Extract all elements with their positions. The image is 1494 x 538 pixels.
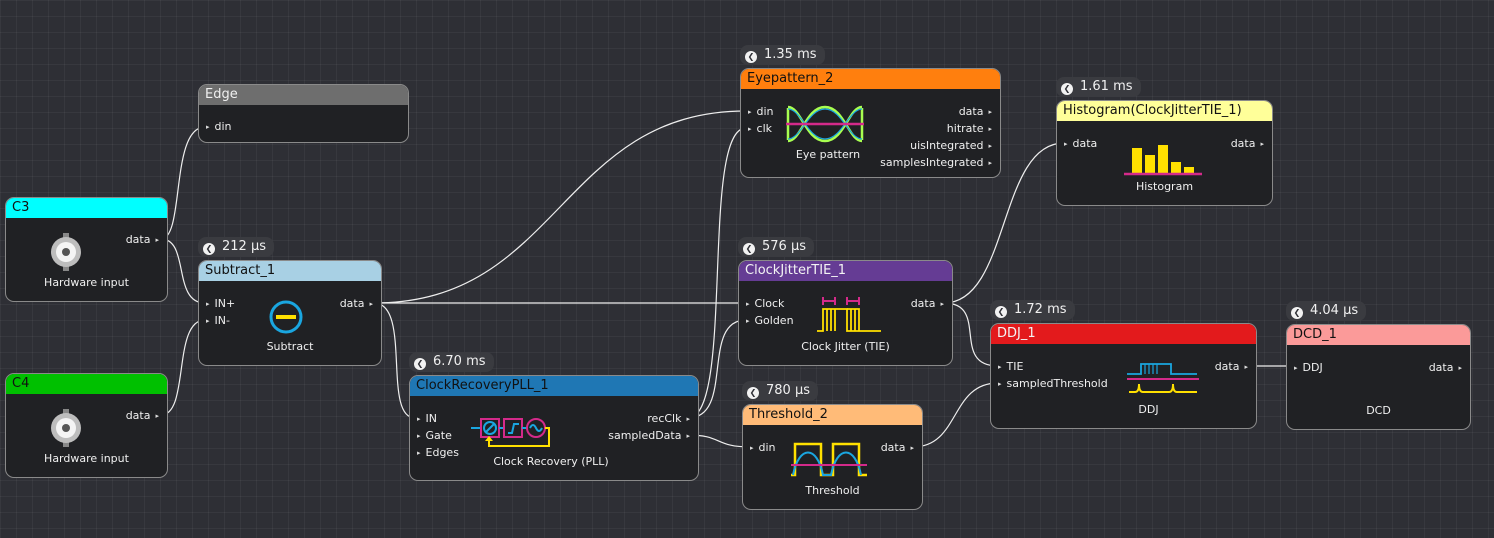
timing-badge: ❮1.35 ms bbox=[740, 45, 825, 65]
clock-icon: ❮ bbox=[747, 387, 759, 399]
output-port-sampleddata[interactable]: sampledData▸ bbox=[608, 429, 690, 442]
input-port-gate[interactable]: ▸Gate bbox=[417, 429, 452, 442]
node-caption: Hardware input bbox=[44, 276, 129, 289]
bnc-connector-icon bbox=[51, 233, 81, 271]
output-port-data[interactable]: data▸ bbox=[1214, 360, 1248, 373]
wire-threshold-ddj bbox=[912, 382, 999, 448]
timing-badge: ❮212 µs bbox=[198, 237, 274, 257]
node-caption: DDJ bbox=[1138, 403, 1159, 416]
timing-badge: ❮6.70 ms bbox=[409, 352, 494, 372]
timing-badge: ❮4.04 µs bbox=[1286, 301, 1367, 321]
output-port-recclk[interactable]: recClk▸ bbox=[647, 412, 690, 425]
clock-icon: ❮ bbox=[995, 306, 1007, 318]
input-port-edges[interactable]: ▸Edges bbox=[417, 446, 459, 459]
node-title: ClockRecoveryPLL_1 bbox=[410, 376, 698, 396]
node-ddj[interactable]: DDJ_1 ▸TIE ▸sampledThreshold data▸ DDJ bbox=[990, 323, 1257, 429]
node-caption: Subtract bbox=[266, 340, 314, 353]
node-title: Histogram(ClockJitterTIE_1) bbox=[1057, 101, 1272, 121]
output-port-data[interactable]: data▸ bbox=[1428, 361, 1462, 374]
node-caption: Hardware input bbox=[44, 452, 129, 465]
bnc-connector-icon bbox=[51, 409, 81, 447]
clock-icon: ❮ bbox=[414, 358, 426, 370]
clock-icon: ❮ bbox=[745, 51, 757, 63]
output-port-data[interactable]: data▸ bbox=[958, 105, 992, 118]
node-title: Threshold_2 bbox=[743, 405, 922, 425]
input-port-din[interactable]: ▸din bbox=[750, 441, 776, 454]
node-caption: DCD bbox=[1366, 404, 1391, 417]
node-caption: Eye pattern bbox=[795, 148, 861, 161]
pll-icon bbox=[471, 418, 550, 447]
node-eyepattern[interactable]: Eyepattern_2 ▸din ▸clk data▸ hitrate▸ ui… bbox=[740, 68, 1001, 178]
clock-jitter-icon bbox=[817, 297, 881, 332]
output-port-data[interactable]: data▸ bbox=[339, 297, 373, 310]
clock-icon: ❮ bbox=[1291, 307, 1303, 319]
node-histogram[interactable]: Histogram(ClockJitterTIE_1) ▸data data▸ … bbox=[1056, 100, 1273, 206]
input-port-data[interactable]: ▸data bbox=[1064, 137, 1098, 150]
eye-pattern-icon bbox=[786, 105, 864, 143]
input-port-in-plus[interactable]: ▸IN+ bbox=[206, 297, 236, 310]
output-port-hitrate[interactable]: hitrate▸ bbox=[946, 122, 992, 135]
timing-badge: ❮1.72 ms bbox=[990, 300, 1075, 320]
node-subtract[interactable]: Subtract_1 ▸IN+ ▸IN- data▸ Subtract bbox=[198, 260, 382, 366]
input-port-in[interactable]: ▸IN bbox=[417, 412, 437, 425]
input-port-in-minus[interactable]: ▸IN- bbox=[206, 314, 230, 327]
clock-icon: ❮ bbox=[1061, 83, 1073, 95]
node-c4[interactable]: C4 data▸ Hardware input bbox=[5, 373, 168, 478]
node-clock-jitter-tie[interactable]: ClockJitterTIE_1 ▸Clock ▸Golden data▸ Cl… bbox=[738, 260, 953, 366]
clock-icon: ❮ bbox=[203, 243, 215, 255]
output-port-data[interactable]: data▸ bbox=[880, 441, 914, 454]
output-port-data[interactable]: data▸ bbox=[125, 409, 159, 422]
histogram-icon bbox=[1124, 145, 1202, 176]
output-port-data[interactable]: data▸ bbox=[910, 297, 944, 310]
node-clock-recovery-pll[interactable]: ClockRecoveryPLL_1 ▸IN ▸Gate ▸Edges recC… bbox=[409, 375, 699, 481]
node-c3[interactable]: C3 data▸ Hardware input bbox=[5, 197, 168, 302]
output-port-data[interactable]: data▸ bbox=[125, 233, 159, 246]
input-port-sampledthreshold[interactable]: ▸sampledThreshold bbox=[998, 377, 1108, 390]
input-port-ddj[interactable]: ▸DDJ bbox=[1294, 361, 1323, 374]
wire-subtract-eye bbox=[373, 110, 747, 304]
input-port-din[interactable]: ▸din bbox=[206, 120, 232, 133]
threshold-icon bbox=[791, 442, 867, 477]
minus-circle-icon bbox=[269, 300, 303, 334]
node-title: C3 bbox=[6, 198, 167, 218]
node-title: ClockJitterTIE_1 bbox=[739, 261, 952, 281]
node-title: Subtract_1 bbox=[199, 261, 381, 281]
timing-badge: ❮780 µs bbox=[742, 381, 818, 401]
timing-badge: ❮1.61 ms bbox=[1056, 77, 1141, 97]
input-port-tie[interactable]: ▸TIE bbox=[998, 360, 1024, 373]
ddj-icon bbox=[1127, 363, 1199, 393]
input-port-din[interactable]: ▸din bbox=[748, 105, 774, 118]
input-port-golden[interactable]: ▸Golden bbox=[746, 314, 794, 327]
node-edge[interactable]: Edge ▸din bbox=[198, 84, 409, 143]
node-title: DCD_1 bbox=[1287, 325, 1470, 345]
node-caption: Clock Recovery (PLL) bbox=[493, 455, 609, 468]
input-port-clock[interactable]: ▸Clock bbox=[746, 297, 785, 310]
clock-icon: ❮ bbox=[743, 243, 755, 255]
output-port-samplesintegrated[interactable]: samplesIntegrated▸ bbox=[880, 156, 992, 169]
node-threshold[interactable]: Threshold_2 ▸din data▸ Threshold bbox=[742, 404, 923, 510]
node-title: Edge bbox=[199, 85, 408, 105]
timing-badge: ❮576 µs bbox=[738, 237, 814, 257]
output-port-uisintegrated[interactable]: uisIntegrated▸ bbox=[910, 139, 992, 152]
node-title: Eyepattern_2 bbox=[741, 69, 1000, 89]
node-caption: Histogram bbox=[1135, 180, 1194, 193]
node-caption: Clock Jitter (TIE) bbox=[801, 340, 890, 353]
node-dcd[interactable]: DCD_1 ▸DDJ data▸ DCD bbox=[1286, 324, 1471, 430]
node-caption: Threshold bbox=[805, 484, 860, 497]
node-title: DDJ_1 bbox=[991, 324, 1256, 344]
node-title: C4 bbox=[6, 374, 167, 394]
output-port-data[interactable]: data▸ bbox=[1230, 137, 1264, 150]
input-port-clk[interactable]: ▸clk bbox=[748, 122, 772, 135]
